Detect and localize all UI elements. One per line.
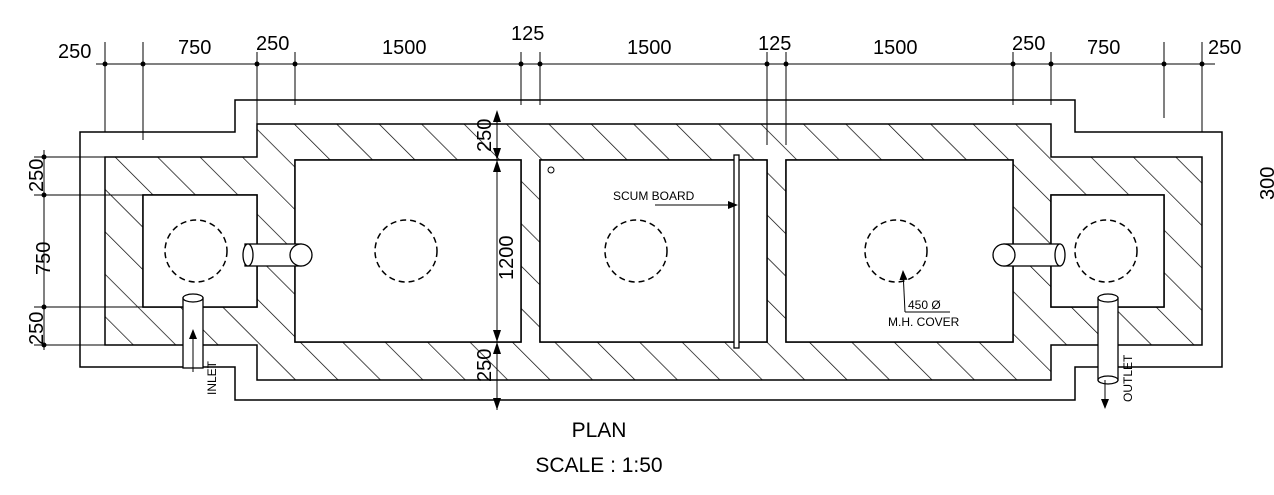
manhole-cover-outlet [1074,219,1138,283]
left-dim-mid: 750 [33,242,55,275]
top-dim-4: 1500 [382,37,427,59]
top-dimension-chain: 250 750 250 1500 125 1500 125 1500 250 7… [58,23,1241,145]
top-dim-3: 250 [256,33,289,55]
left-dimension-chain: 250 750 250 [26,150,143,350]
top-dim-10: 750 [1087,37,1120,59]
manhole-cover-1 [374,219,438,283]
inlet-chamber [142,194,258,308]
top-dim-7: 125 [758,33,791,55]
pipe-chamber3-to-outlet [992,243,1066,267]
manhole-cover-label: M.H. COVER [888,315,960,329]
left-dim-top: 250 [26,159,48,192]
outlet-label: OUTLET [1121,354,1135,402]
top-dim-9: 250 [1012,33,1045,55]
inlet-pipe [182,293,204,372]
chamber-3 [785,159,1014,343]
top-dim-6: 1500 [627,37,672,59]
corner-mark [547,166,555,174]
center-dim-bottom: 250 [474,349,496,382]
inlet-label: INLET [205,360,219,395]
manhole-leader [899,270,908,313]
manhole-cover-3 [864,219,928,283]
center-dimension-chain: 250 1200 250 [474,110,518,410]
top-dim-11: 250 [1208,37,1241,59]
chamber-1 [294,159,522,343]
pipe-inlet-to-chamber1 [242,243,313,267]
scum-board [733,154,740,349]
center-dim-mid: 1200 [496,236,518,281]
left-dim-bottom: 250 [26,312,48,345]
manhole-cover-inlet [164,219,228,283]
outlet-pipe [1097,293,1119,409]
chamber-2 [539,159,768,343]
top-dim-2: 750 [178,37,211,59]
top-dim-8: 1500 [873,37,918,59]
drawing-title: PLAN [572,419,627,442]
center-dim-top: 250 [474,119,496,152]
outlet-chamber [1050,194,1165,308]
outer-wall-outline [79,99,1223,401]
right-edge-dimension: 300 [1257,167,1274,200]
manhole-cover-2 [604,219,668,283]
top-dim-5: 125 [511,23,544,45]
top-dim-1: 250 [58,41,91,63]
scum-board-label: SCUM BOARD [613,189,695,203]
drawing-scale: SCALE : 1:50 [535,454,662,477]
manhole-size-label: 450 Ø [908,298,941,312]
